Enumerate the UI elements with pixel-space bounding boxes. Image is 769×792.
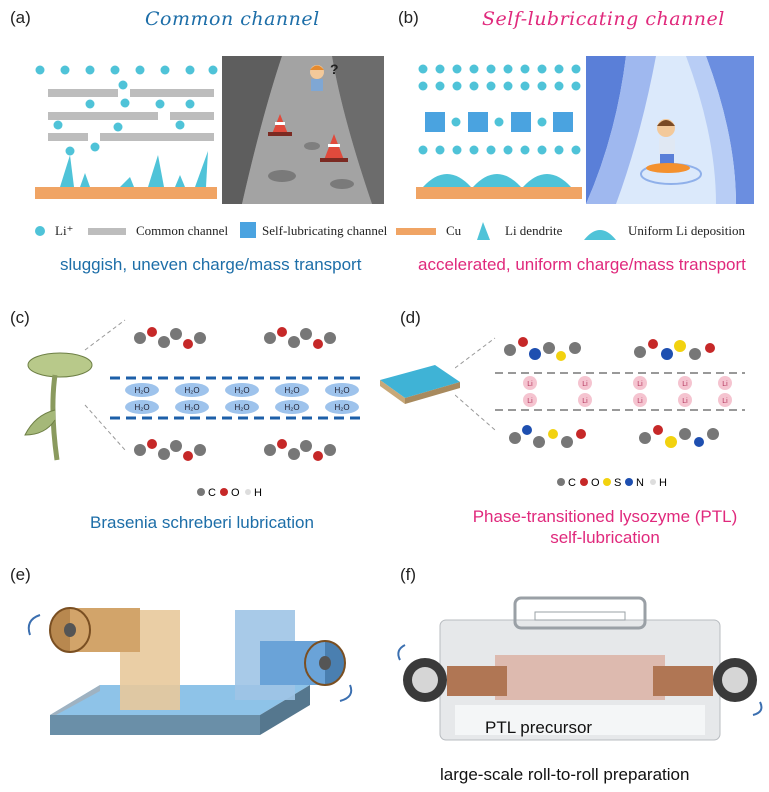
li-dendrites — [60, 151, 208, 187]
panel-label-e: (e) — [10, 565, 31, 584]
svg-text:Li: Li — [682, 381, 688, 388]
legend-self-swatch — [240, 222, 256, 238]
legend-uniform-swatch — [584, 230, 616, 240]
polysaccharide-top — [134, 327, 336, 349]
svg-text:H₂O: H₂O — [334, 386, 349, 395]
common-channel-schematic — [35, 65, 218, 199]
panel-label-b: (b) — [398, 8, 419, 27]
ptl-precursor-label: PTL precursor — [485, 718, 593, 737]
self-lubricating-schematic — [416, 64, 582, 199]
svg-text:H: H — [254, 487, 262, 499]
legend-dendrite-label: Li dendrite — [505, 223, 563, 238]
uniform-li-deposition — [423, 174, 571, 187]
svg-text:H₂O: H₂O — [284, 403, 299, 412]
svg-text:H₂O: H₂O — [234, 386, 249, 395]
common-channel-bars — [48, 89, 214, 141]
roll-to-roll-schematic — [27, 607, 353, 735]
li-ions-top-b — [418, 64, 581, 91]
li-ion-circles-pink — [523, 376, 732, 407]
cu-substrate — [35, 187, 217, 199]
svg-text:Li: Li — [527, 381, 533, 388]
svg-text:N: N — [636, 477, 644, 489]
svg-text:Li: Li — [582, 398, 588, 405]
self-lubricating-blocks — [425, 112, 573, 132]
cu-substrate-b — [416, 187, 582, 199]
legend-cu-label: Cu — [446, 223, 462, 238]
panel-f-caption: large-scale roll-to-roll preparation — [440, 765, 690, 784]
svg-text:O: O — [231, 487, 240, 499]
lysozyme-bottom — [509, 425, 719, 448]
panel-a-caption: sluggish, uneven charge/mass transport — [60, 255, 362, 274]
rotate-arrow-icon — [339, 684, 353, 702]
legend-uniform-label: Uniform Li deposition — [628, 223, 745, 238]
legend-common-label: Common channel — [136, 223, 229, 238]
svg-text:H₂O: H₂O — [334, 403, 349, 412]
svg-text:H₂O: H₂O — [184, 386, 199, 395]
svg-text:H₂O: H₂O — [284, 386, 299, 395]
svg-text:Li: Li — [722, 381, 728, 388]
svg-text:?: ? — [330, 61, 339, 77]
panel-a-title: Common channel — [145, 8, 320, 30]
rotate-arrow-icon — [27, 614, 41, 636]
svg-text:H₂O: H₂O — [234, 403, 249, 412]
panel-label-c: (c) — [10, 308, 30, 327]
svg-text:S: S — [614, 477, 621, 489]
legend-self-label: Self-lubricating channel — [262, 223, 388, 238]
atom-legend-d: C O S N H — [557, 477, 667, 489]
svg-text:Li: Li — [722, 398, 728, 405]
svg-text:H₂O: H₂O — [184, 403, 199, 412]
panel-label-a: (a) — [10, 8, 31, 27]
svg-text:Li: Li — [637, 398, 643, 405]
lysozyme-top — [504, 337, 715, 361]
panel-c-caption: Brasenia schreberi lubrication — [90, 513, 314, 532]
panel-d-caption-line1: Phase-transitioned lysozyme (PTL) — [472, 507, 738, 526]
polysaccharide-bottom — [134, 439, 336, 461]
brasenia-molecular-schematic: H₂O H₂O H₂O H₂O H₂O H₂O H₂O H₂O H₂O H₂O C O H — [84, 319, 360, 499]
legend-cu-swatch — [396, 228, 436, 235]
legend — [35, 222, 616, 240]
brasenia-plant-illustration — [24, 352, 93, 461]
water-label: H₂O — [134, 386, 149, 395]
svg-text:O: O — [591, 477, 600, 489]
legend-dendrite-swatch — [477, 222, 490, 240]
svg-text:Li: Li — [682, 398, 688, 405]
svg-text:Li: Li — [527, 398, 533, 405]
rotate-arrow-icon — [397, 644, 406, 661]
svg-text:H: H — [659, 477, 667, 489]
svg-text:H₂O: H₂O — [134, 403, 149, 412]
ptl-film-illustration — [380, 365, 460, 404]
legend-li-label: Li⁺ — [55, 223, 74, 238]
panel-b-caption: accelerated, uniform charge/mass transpo… — [418, 255, 746, 274]
legend-common-swatch — [88, 228, 126, 235]
atom-legend-c: C O H — [197, 487, 262, 499]
legend-li-swatch — [35, 226, 45, 236]
rotate-arrow-icon — [752, 701, 763, 716]
snowboard-illustration — [586, 56, 754, 204]
water-ovals — [125, 383, 359, 414]
svg-text:C: C — [208, 487, 216, 499]
panel-b-title: Self-lubricating channel — [482, 8, 725, 30]
svg-text:Li: Li — [637, 381, 643, 388]
svg-text:C: C — [568, 477, 576, 489]
rough-road-illustration: ? — [222, 56, 384, 204]
svg-text:Li: Li — [582, 381, 588, 388]
panel-label-f: (f) — [400, 565, 417, 584]
roll-to-roll-device-photo — [397, 596, 763, 741]
panel-d-caption-line2: self-lubrication — [550, 528, 660, 547]
panel-label-d: (d) — [400, 308, 421, 327]
li-ions-top — [35, 65, 218, 75]
